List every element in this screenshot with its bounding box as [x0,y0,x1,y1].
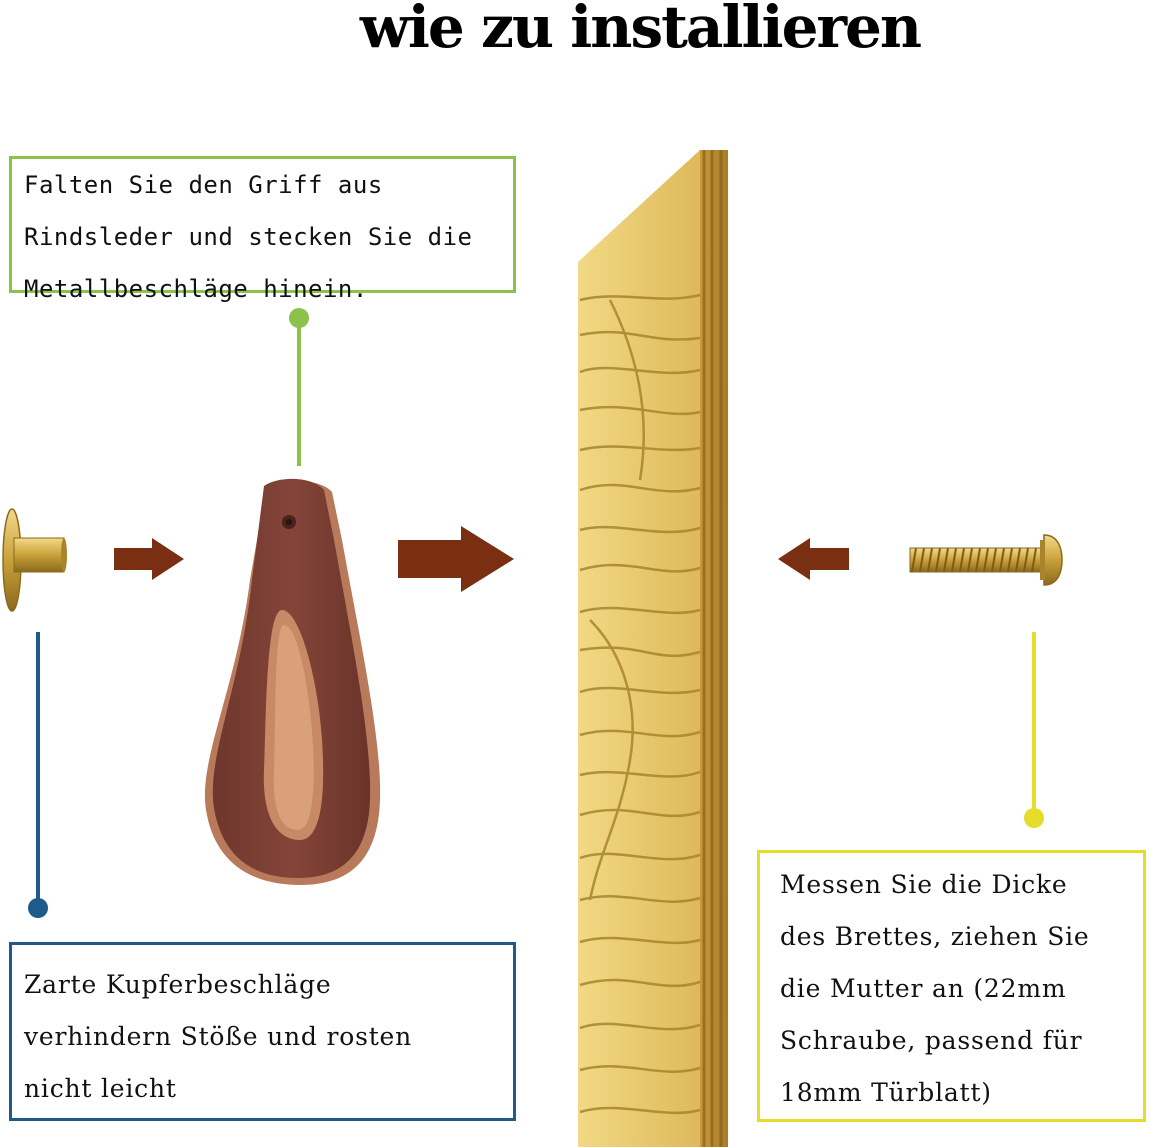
callout-line: Metallbeschläge hinein. [24,275,368,303]
handle-connector [289,308,309,466]
page-title: wie zu installieren [359,0,922,61]
leather-handle-icon [204,478,381,885]
callout-line: Messen Sie die Dicke [780,870,1068,899]
callout-line: nicht leicht [24,1074,177,1103]
screw-callout: Messen Sie die Dicke des Brettes, ziehen… [757,850,1146,1122]
screw-connector [1024,632,1044,828]
callout-line: Falten Sie den Griff aus [24,171,383,199]
callout-line: des Brettes, ziehen Sie [780,922,1090,951]
arrow-left-icon [778,538,849,580]
arrow-right-small-icon [114,538,184,580]
callout-line: Rindsleder und stecken Sie die [24,223,473,251]
callout-line: Schraube, passend für [780,1026,1083,1055]
callout-line: die Mutter an (22mm [780,974,1067,1003]
callout-line: 18mm Türblatt) [780,1078,992,1107]
wood-board-icon [578,150,728,1147]
handle-callout: Falten Sie den Griff aus Rindsleder und … [9,156,516,303]
fitting-callout: Zarte Kupferbeschläge verhindern Stöße u… [9,942,516,1121]
callout-line: verhindern Stöße und rosten [24,1022,413,1051]
callout-line: Zarte Kupferbeschläge [24,970,332,999]
arrow-right-large-icon [398,526,514,592]
screw-icon [909,534,1063,586]
fitting-connector [28,632,48,918]
brass-fitting-icon [2,508,67,612]
